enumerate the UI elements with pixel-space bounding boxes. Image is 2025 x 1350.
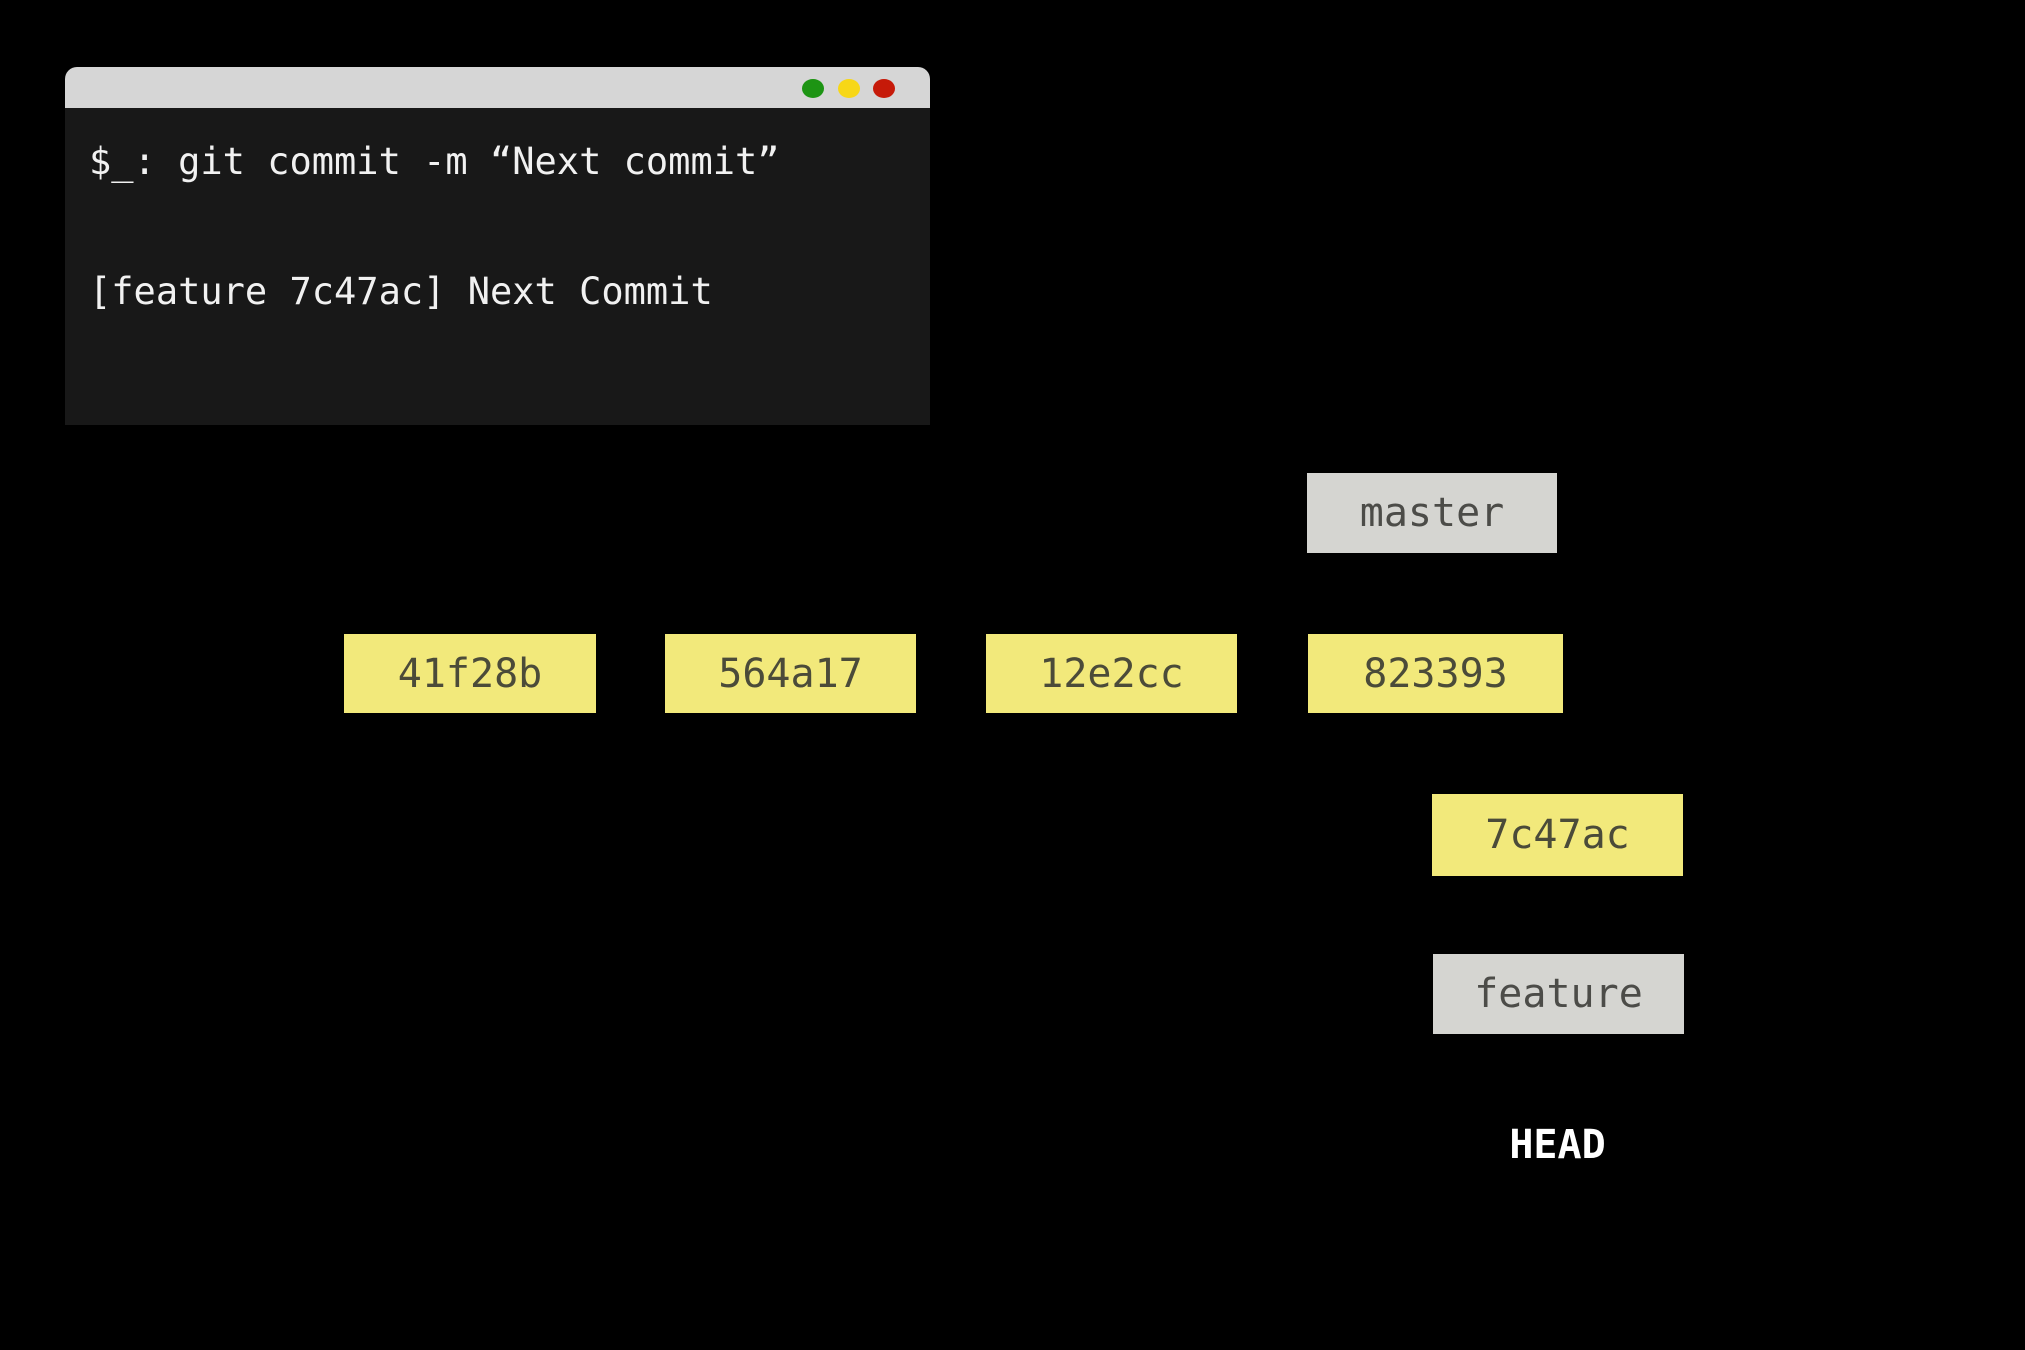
terminal-body: $_: git commit -m “Next commit” [feature… — [65, 108, 930, 425]
terminal-window: $_: git commit -m “Next commit” [feature… — [65, 67, 930, 425]
commit-box-12e2cc: 12e2cc — [986, 634, 1237, 713]
terminal-output-line: [feature 7c47ac] Next Commit — [89, 270, 713, 313]
commit-box-41f28b: 41f28b — [344, 634, 596, 713]
window-control-red-icon[interactable] — [873, 79, 895, 98]
commit-box-7c47ac: 7c47ac — [1432, 794, 1683, 876]
window-control-yellow-icon[interactable] — [838, 79, 860, 98]
terminal-command-line: $_: git commit -m “Next commit” — [89, 140, 780, 183]
terminal-titlebar — [65, 67, 930, 108]
commit-box-564a17: 564a17 — [665, 634, 916, 713]
window-control-green-icon[interactable] — [802, 79, 824, 98]
branch-label-feature: feature — [1433, 954, 1684, 1034]
branch-label-master: master — [1307, 473, 1557, 553]
head-label: HEAD — [1509, 1122, 1606, 1168]
commit-box-823393: 823393 — [1308, 634, 1563, 713]
